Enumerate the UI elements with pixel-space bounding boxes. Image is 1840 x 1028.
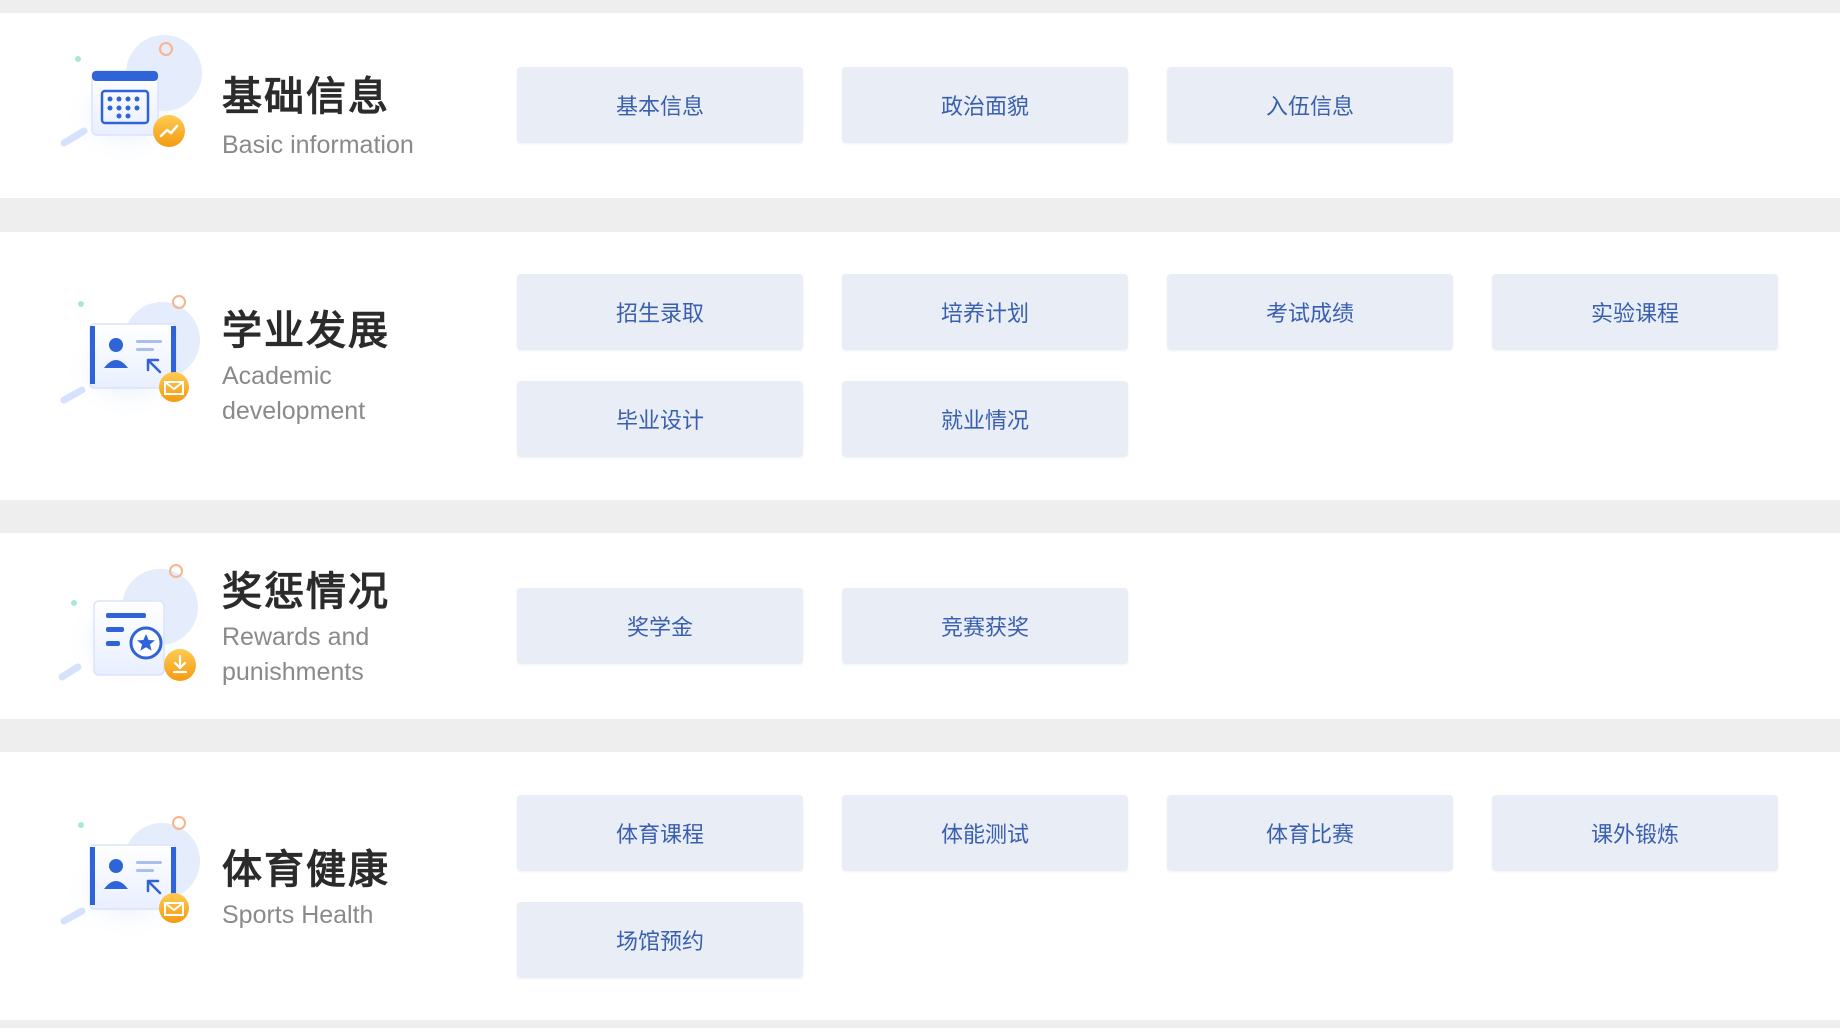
- button-grid: 体育课程 体能测试 体育比赛 课外锻炼 场馆预约: [517, 795, 1778, 978]
- link-button-lab-courses[interactable]: 实验课程: [1492, 274, 1778, 350]
- link-button-competition-awards[interactable]: 竞赛获奖: [842, 588, 1128, 664]
- section-title: 基础信息: [222, 74, 390, 120]
- section-academic-development: 学业发展 Academic development 招生录取 培养计划 考试成绩…: [0, 232, 1840, 500]
- section-sports-health: 体育健康 Sports Health 体育课程 体能测试 体育比赛 课外锻炼 场…: [0, 752, 1840, 1020]
- link-button-graduation-design[interactable]: 毕业设计: [517, 381, 803, 457]
- link-button-basic-info[interactable]: 基本信息: [517, 67, 803, 143]
- section-subtitle: Basic information: [222, 131, 414, 159]
- link-button-enlistment-info[interactable]: 入伍信息: [1167, 67, 1453, 143]
- link-button-venue-booking[interactable]: 场馆预约: [517, 902, 803, 978]
- download-icon: [164, 649, 196, 681]
- trend-up-icon: [153, 115, 185, 147]
- link-button-exam-scores[interactable]: 考试成绩: [1167, 274, 1453, 350]
- link-button-political-status[interactable]: 政治面貌: [842, 67, 1128, 143]
- award-list-icon: [58, 564, 198, 691]
- link-button-sports-competition[interactable]: 体育比赛: [1167, 795, 1453, 871]
- envelope-icon: [159, 893, 189, 923]
- section-title: 奖惩情况: [222, 569, 390, 615]
- section-basic-information: 基础信息 Basic information 基本信息 政治面貌 入伍信息: [0, 13, 1840, 198]
- section-subtitle: Academic development: [222, 362, 366, 425]
- button-grid: 奖学金 竞赛获奖: [517, 588, 1778, 664]
- calendar-icon: [60, 35, 202, 165]
- profile-card-icon: [60, 295, 200, 420]
- link-button-training-plan[interactable]: 培养计划: [842, 274, 1128, 350]
- link-button-fitness-test[interactable]: 体能测试: [842, 795, 1128, 871]
- section-title: 学业发展: [222, 308, 390, 354]
- link-button-pe-courses[interactable]: 体育课程: [517, 795, 803, 871]
- link-button-admission[interactable]: 招生录取: [517, 274, 803, 350]
- link-button-extracurricular-exercise[interactable]: 课外锻炼: [1492, 795, 1778, 871]
- profile-card-icon: [60, 816, 200, 941]
- envelope-icon: [159, 372, 189, 402]
- section-title: 体育健康: [222, 847, 390, 893]
- link-button-scholarship[interactable]: 奖学金: [517, 588, 803, 664]
- link-button-employment[interactable]: 就业情况: [842, 381, 1128, 457]
- section-subtitle: Rewards and punishments: [222, 623, 370, 686]
- button-grid: 招生录取 培养计划 考试成绩 实验课程 毕业设计 就业情况: [517, 274, 1778, 457]
- section-rewards-punishments: 奖惩情况 Rewards and punishments 奖学金 竞赛获奖: [0, 533, 1840, 719]
- section-subtitle: Sports Health: [222, 901, 374, 929]
- button-grid: 基本信息 政治面貌 入伍信息: [517, 67, 1778, 143]
